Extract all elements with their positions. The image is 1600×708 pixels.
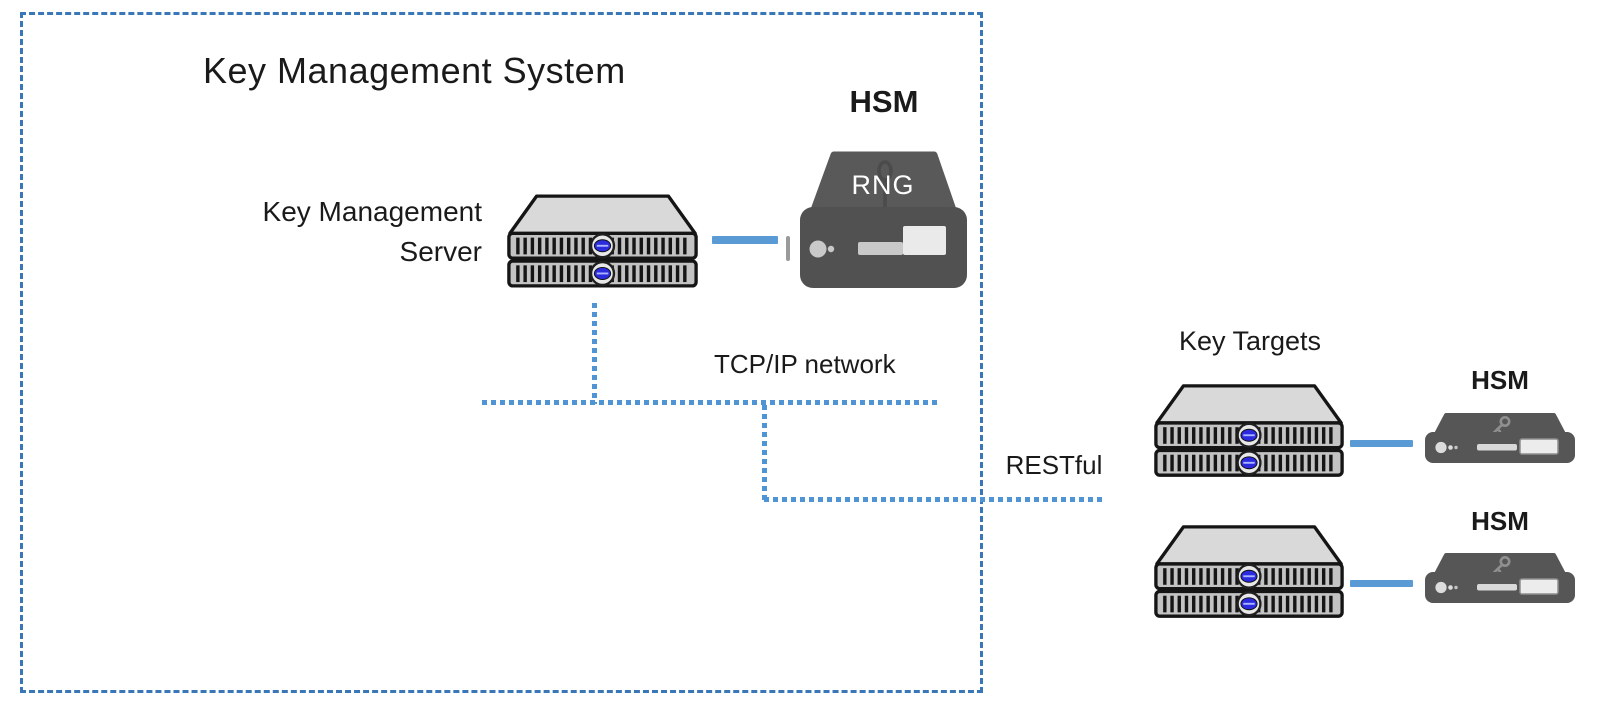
target1-hsm-label: HSM [1471, 365, 1529, 395]
kms-hsm-label: HSM [849, 84, 919, 119]
target2-hsm-label: HSM [1471, 506, 1529, 536]
network-line-restful [764, 497, 1102, 502]
kms-title: Key Management System [203, 50, 626, 91]
hsm-module-icon [1425, 412, 1575, 465]
server-stack-icon [1154, 382, 1344, 479]
rng-label: RNG [851, 170, 915, 200]
network-line-tcpip [482, 400, 940, 405]
kms-server-label: Key Management Server [180, 192, 482, 272]
kms-server-hsm-connector [712, 236, 778, 244]
restful-label: RESTful [1005, 450, 1103, 480]
server-stack-icon [1154, 523, 1344, 620]
tcpip-network-label: TCP/IP network [714, 349, 896, 379]
network-line-restful-drop [762, 405, 767, 500]
network-line-server-drop [592, 303, 597, 404]
server-stack-icon [507, 192, 698, 290]
kms-boundary-box [20, 12, 983, 693]
kms-server-label-line1: Key Management [262, 196, 482, 227]
kms-server-label-line2: Server [399, 236, 482, 267]
hsm-pin [786, 236, 790, 261]
target2-hsm-connector [1350, 580, 1413, 587]
hsm-module-icon [1425, 552, 1575, 605]
key-targets-title: Key Targets [1178, 326, 1322, 356]
target1-hsm-connector [1350, 440, 1413, 447]
